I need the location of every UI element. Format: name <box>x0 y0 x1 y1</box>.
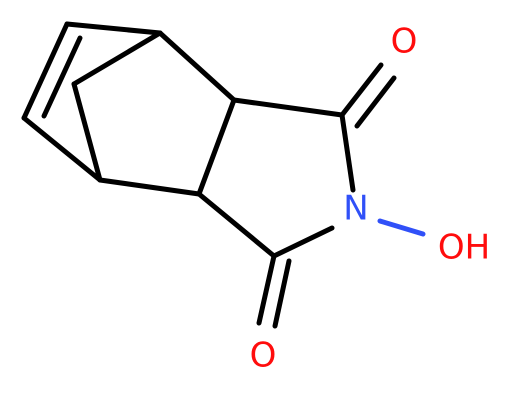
carbonyl-bottom-group: O <box>250 253 292 376</box>
bond-carbonyl-top-n <box>339 112 356 193</box>
bicyclic-skeleton <box>21 21 237 197</box>
bond-c6-carbonyl-top <box>231 97 345 118</box>
bond-carbonyl-top-c-o-1 <box>339 62 384 118</box>
n-hydroxy-group: N OH <box>343 189 490 268</box>
bond-c5-c6 <box>196 97 237 197</box>
bond-carbonyl-bottom-c-o-1 <box>256 253 277 326</box>
bond-c1-c2 <box>64 21 163 36</box>
imide-ring <box>196 97 356 259</box>
oxygen-top-atom: O <box>391 22 418 62</box>
bond-carbonyl-bottom-n <box>271 225 335 259</box>
bond-n-o <box>377 218 426 237</box>
bond-carbonyl-bottom-c-o-2 <box>272 258 292 329</box>
bond-c4-c5 <box>97 177 202 197</box>
bond-carbonyl-top-c-o-2 <box>354 75 397 129</box>
bond-c5-carbonyl-bottom <box>196 191 277 259</box>
carbonyl-top-group: O <box>339 22 418 129</box>
bond-c6-c2 <box>157 30 237 103</box>
bond-c2-bridge <box>71 30 163 87</box>
oxygen-bottom-atom: O <box>250 336 277 376</box>
bond-c3-c4 <box>21 115 103 183</box>
bond-c1-c3 <box>21 21 70 121</box>
bond-bridge-c4 <box>71 81 103 183</box>
bond-c1-c3-double <box>41 35 83 119</box>
nitrogen-atom: N <box>343 189 368 229</box>
hydroxyl-group: OH <box>438 228 490 268</box>
